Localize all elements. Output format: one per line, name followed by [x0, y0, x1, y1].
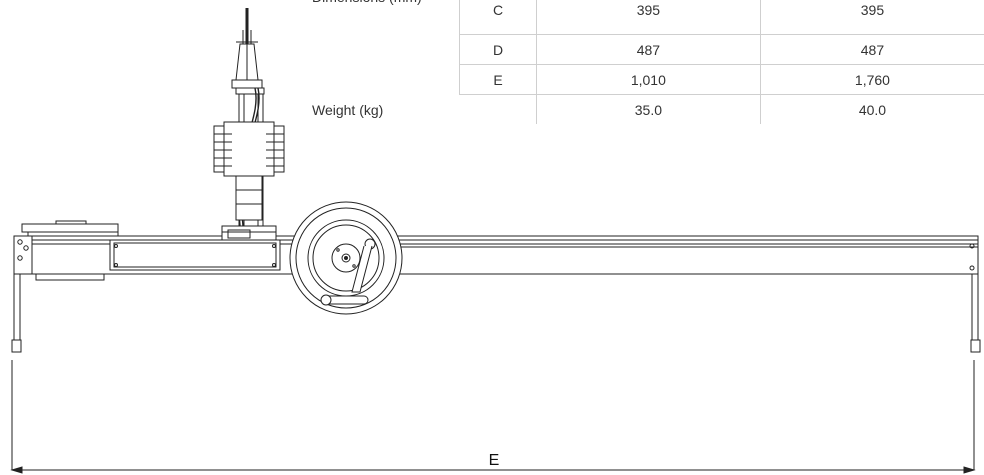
dimension-label-e: E: [488, 452, 500, 469]
value-model-2: 1,760: [759, 64, 984, 95]
right-end-plate: [969, 243, 975, 271]
table-row: Dimensions (mm) C 395 395: [302, 0, 984, 35]
dimensions-label: Dimensions (mm): [302, 0, 460, 95]
carriage-base: [221, 225, 277, 241]
spec-table: Dimensions (mm) C 395 395 D 487 487 E 1,…: [302, 0, 984, 124]
dimension-line-e: [10, 360, 976, 474]
top-plate: [21, 220, 119, 237]
value-model-1: 1,010: [535, 64, 761, 95]
left-leg: [11, 274, 22, 353]
side-panel: [109, 239, 281, 271]
dimension-key: D: [459, 34, 537, 65]
value-model-2: 487: [759, 34, 984, 65]
hand-wheel: [289, 201, 403, 315]
left-end-plate: [13, 235, 33, 275]
dimension-key: C: [459, 0, 537, 35]
value-model-2: 395: [759, 0, 984, 35]
column-knob-assembly: [213, 121, 285, 221]
weight-model-1: 35.0: [535, 94, 761, 124]
weight-model-2: 40.0: [759, 94, 984, 124]
lower-box: [35, 273, 105, 281]
table-row: D 487 487: [302, 34, 984, 65]
table-row: E 1,010 1,760: [302, 64, 984, 95]
value-model-1: 395: [535, 0, 761, 35]
table-row: Weight (kg) 35.0 40.0: [302, 94, 984, 124]
right-leg: [970, 274, 981, 353]
value-model-1: 487: [535, 34, 761, 65]
weight-label: Weight (kg): [312, 101, 384, 118]
dimension-key: E: [459, 64, 537, 95]
